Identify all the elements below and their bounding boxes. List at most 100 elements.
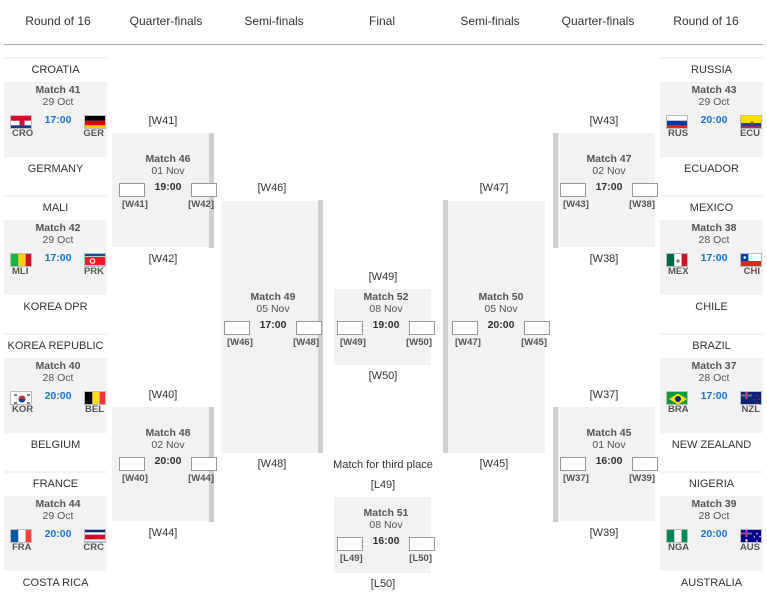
- match-number: Match 46: [145, 153, 191, 165]
- final-slot: [W50]: [329, 365, 437, 388]
- home-team-code: [W46]: [227, 337, 253, 348]
- match-number: Match 41: [35, 84, 81, 96]
- home-flag-icon: [666, 391, 688, 405]
- match-time: 20:00: [487, 319, 515, 331]
- team-row[interactable]: FRANCE: [4, 473, 107, 496]
- qf-slot: [W42]: [112, 248, 214, 271]
- match-date: 05 Nov: [256, 303, 290, 315]
- qf-slot: [W37]: [553, 384, 655, 407]
- team-row[interactable]: BELGIUM: [4, 434, 107, 457]
- away-team-code: [W42]: [188, 199, 214, 210]
- match-number: Match 42: [35, 222, 81, 234]
- home-slot-box: [452, 321, 478, 335]
- away-flag-icon: [740, 529, 762, 543]
- match-date: 08 Nov: [369, 303, 403, 315]
- third-slot: [L49]: [329, 474, 437, 497]
- sf-slot: [W48]: [221, 453, 323, 476]
- qf-slot: [W41]: [112, 110, 214, 133]
- match-number: Match 43: [691, 84, 737, 96]
- home-team-code: [W43]: [563, 199, 589, 210]
- team-row[interactable]: MALI: [4, 197, 107, 220]
- away-team-code: GER: [83, 128, 104, 139]
- match-date: 02 Nov: [592, 165, 626, 177]
- column-header: Semi-finals: [244, 14, 304, 28]
- match-date: 29 Oct: [698, 96, 730, 108]
- team-row[interactable]: CROATIA: [4, 59, 107, 82]
- team-row[interactable]: ECUADOR: [660, 158, 763, 181]
- team-row[interactable]: BRAZIL: [660, 335, 763, 358]
- team-row[interactable]: NEW ZEALAND: [660, 434, 763, 457]
- away-team-code: [L50]: [409, 553, 432, 564]
- team-row[interactable]: COSTA RICA: [4, 572, 107, 595]
- away-flag-icon: [740, 253, 762, 267]
- away-team-code: CHI: [743, 266, 760, 277]
- away-flag-icon: [84, 529, 106, 543]
- away-slot-box: [409, 321, 435, 335]
- qf-slot: [W43]: [553, 110, 655, 133]
- away-team-code: [W44]: [188, 473, 214, 484]
- team-row[interactable]: CHILE: [660, 296, 763, 319]
- home-flag-icon: [10, 391, 32, 405]
- match-number: Match 48: [145, 427, 191, 439]
- home-team-code: [W41]: [122, 199, 148, 210]
- home-slot-box: [337, 537, 363, 551]
- team-row[interactable]: RUSSIA: [660, 59, 763, 82]
- match-date: 01 Nov: [151, 165, 185, 177]
- column-header: Round of 16: [673, 14, 739, 28]
- home-team-code: CRO: [12, 128, 34, 139]
- final-slot: [W49]: [329, 266, 437, 289]
- away-team-code: CRC: [83, 542, 104, 553]
- away-team-code: PRK: [83, 266, 104, 277]
- bracket-connector: [553, 395, 558, 545]
- match-time: 16:00: [372, 535, 400, 547]
- column-header: Final: [368, 14, 395, 28]
- away-team-code: ECU: [739, 128, 760, 139]
- team-row[interactable]: AUSTRALIA: [660, 572, 763, 595]
- qf-slot: [W44]: [112, 522, 214, 545]
- home-slot-box: [560, 183, 586, 197]
- team-row[interactable]: KOREA REPUBLIC: [4, 335, 107, 358]
- home-team-code: NGA: [668, 542, 690, 553]
- home-flag-icon: [10, 253, 32, 267]
- team-row[interactable]: GERMANY: [4, 158, 107, 181]
- home-team-code: [W47]: [455, 337, 481, 348]
- match-date: 02 Nov: [151, 439, 185, 451]
- away-flag-icon: [84, 115, 106, 129]
- match-date: 05 Nov: [484, 303, 518, 315]
- third-slot: [L50]: [329, 573, 437, 596]
- home-flag-icon: [666, 115, 688, 129]
- match-time: 20:00: [44, 390, 72, 402]
- away-flag-icon: [740, 115, 762, 129]
- team-row[interactable]: NIGERIA: [660, 473, 763, 496]
- team-row[interactable]: MEXICO: [660, 197, 763, 220]
- bracket-connector: [553, 120, 558, 270]
- match-time: 17:00: [259, 319, 287, 331]
- home-team-code: [L49]: [340, 553, 363, 564]
- match-date: 28 Oct: [698, 234, 730, 246]
- match-number: Match 50: [478, 291, 524, 303]
- home-team-code: FRA: [12, 542, 32, 553]
- away-team-code: NZL: [741, 404, 760, 415]
- match-time: 20:00: [44, 528, 72, 540]
- column-header: Quarter-finals: [561, 14, 635, 28]
- away-slot-box: [632, 457, 658, 471]
- team-row[interactable]: KOREA DPR: [4, 296, 107, 319]
- home-team-code: [W37]: [563, 473, 589, 484]
